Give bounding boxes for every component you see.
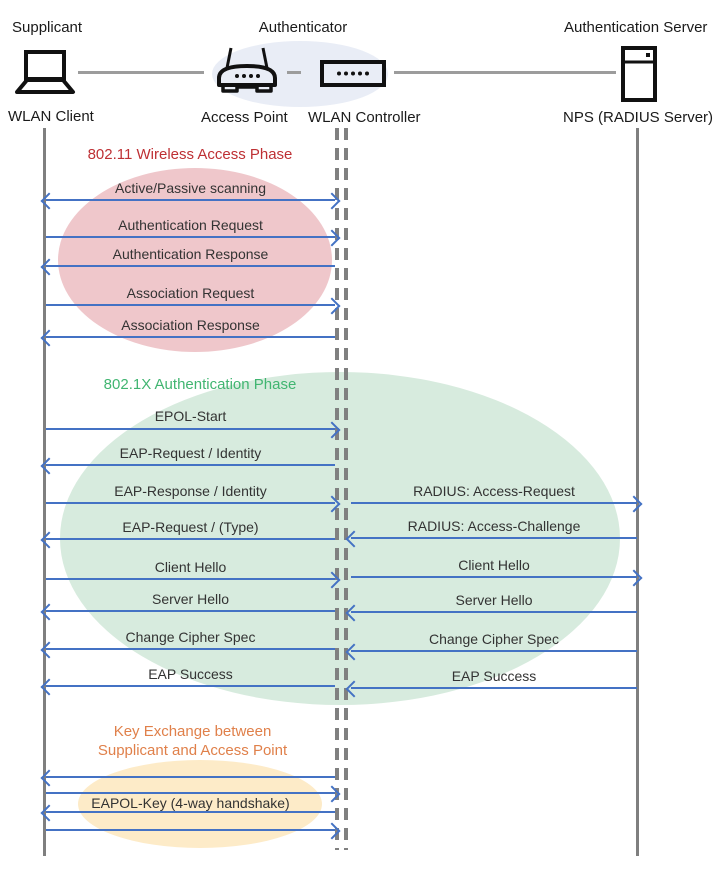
connector-wlc-to-server: [394, 71, 616, 74]
message-arrow-change-cipher-spec-left: [46, 648, 335, 650]
message-label-epol-start: EPOL-Start: [154, 408, 227, 424]
wlan-client-lifeline: [43, 128, 46, 856]
authenticator-role-label: Authenticator: [258, 19, 348, 36]
nps-radius-server-label: NPS (RADIUS Server): [563, 109, 713, 126]
access-point-lifeline-dashed: [335, 128, 339, 850]
message-label-radius-access-request: RADIUS: Access-Request: [413, 483, 575, 499]
message-arrow-client-hello-left: [46, 578, 335, 580]
message-arrow-active-passive-scanning: [46, 199, 335, 201]
message-label-authentication-request: Authentication Request: [118, 217, 263, 233]
message-label-eap-success-right: EAP Success: [451, 668, 537, 684]
message-label-client-hello-right: Client Hello: [458, 557, 530, 573]
message-arrow-eap-request-type: [46, 538, 335, 540]
message-label-change-cipher-spec-right: Change Cipher Spec: [429, 631, 559, 647]
key-exchange-title-line1: Key Exchange between: [113, 723, 272, 740]
access-point-label: Access Point: [201, 109, 288, 126]
message-arrow-epol-start: [46, 428, 335, 430]
message-label-client-hello-left: Client Hello: [154, 559, 227, 575]
message-arrow-eap-response-identity: [46, 502, 335, 504]
access-point-icon: [213, 45, 281, 98]
message-arrow-eap-request-identity: [46, 464, 335, 466]
message-arrow-server-hello-right: [351, 611, 637, 613]
message-label-active-passive-scanning: Active/Passive scanning: [115, 180, 266, 196]
message-arrow-server-hello-left: [46, 610, 335, 612]
message-arrow-eap-success-left: [46, 685, 335, 687]
message-label-association-response: Association Response: [121, 317, 260, 333]
message-arrow-client-hello-right: [351, 576, 637, 578]
key-exchange-phase-ellipse: [78, 760, 322, 848]
key-exchange-title-line2: Supplicant and Access Point: [97, 742, 288, 759]
message-label-eap-request-type: EAP-Request / (Type): [122, 519, 259, 535]
message-label-server-hello-left: Server Hello: [151, 591, 230, 607]
message-label-radius-access-challenge: RADIUS: Access-Challenge: [407, 518, 581, 534]
message-label-eap-request-identity: EAP-Request / Identity: [119, 445, 262, 461]
message-arrow-eapol-key-2: [46, 792, 335, 794]
authentication-server-role-label: Authentication Server: [564, 19, 708, 36]
connector-client-to-ap: [78, 71, 204, 74]
wlan-controller-icon: [320, 60, 386, 92]
radius-server-lifeline: [636, 128, 639, 856]
message-arrow-eapol-key-3: [46, 811, 335, 813]
message-arrow-association-response: [46, 336, 335, 338]
wlan-controller-label: WLAN Controller: [308, 109, 421, 126]
message-arrow-eap-success-right: [351, 687, 637, 689]
message-label-eap-success-left: EAP Success: [148, 666, 233, 682]
connector-ap-to-wlc: [287, 71, 301, 74]
message-label-change-cipher-spec-left: Change Cipher Spec: [125, 629, 256, 645]
message-arrow-change-cipher-spec-right: [351, 650, 637, 652]
message-arrow-radius-access-request: [351, 502, 637, 504]
wireless-access-phase-title: 802.11 Wireless Access Phase: [87, 146, 293, 163]
message-label-eapol-key-handshake: EAPOL-Key (4-way handshake): [91, 795, 290, 811]
laptop-icon: [14, 50, 76, 100]
message-arrow-association-request: [46, 304, 335, 306]
message-label-eap-response-identity: EAP-Response / Identity: [114, 483, 267, 499]
message-arrow-authentication-request: [46, 236, 335, 238]
dot1x-authentication-phase-title: 802.1X Authentication Phase: [103, 376, 297, 393]
supplicant-role-label: Supplicant: [12, 19, 83, 36]
key-exchange-phase-title: Key Exchange between Supplicant and Acce…: [70, 722, 315, 760]
message-label-authentication-response: Authentication Response: [112, 246, 269, 262]
wlan-controller-lifeline-dashed: [344, 128, 348, 850]
wlan-client-label: WLAN Client: [8, 108, 94, 125]
message-arrow-radius-access-challenge: [351, 537, 637, 539]
message-label-association-request: Association Request: [126, 285, 255, 301]
message-arrow-authentication-response: [46, 265, 335, 267]
message-label-server-hello-right: Server Hello: [455, 592, 533, 608]
server-icon: [620, 45, 658, 108]
message-arrow-eapol-key-1: [46, 776, 335, 778]
message-arrow-eapol-key-4: [46, 829, 335, 831]
